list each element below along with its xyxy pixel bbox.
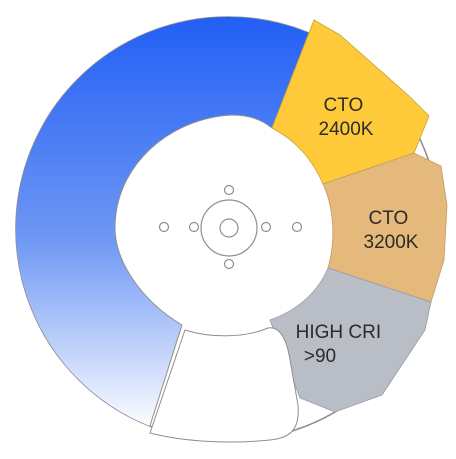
label-cto-3200k: CTO 3200K <box>364 208 419 253</box>
label-cto-2400k: CTO 2400K <box>319 95 374 140</box>
filter-segment-cto-3200k[interactable] <box>322 152 448 303</box>
hub-screw-top <box>223 184 235 196</box>
label-high-cri-line2: >90 <box>304 346 336 367</box>
label-cto-2400k-line2: 2400K <box>319 119 374 140</box>
hub-screw-bottom <box>223 258 235 270</box>
label-cto-3200k-line2: 3200K <box>364 232 419 253</box>
label-high-cri: HIGH CRI >90 <box>296 322 387 367</box>
filter-segment-cto-2400k[interactable] <box>271 19 430 185</box>
filter-segment-high-cri[interactable] <box>269 267 432 413</box>
label-high-cri-line1: HIGH CRI <box>296 322 382 343</box>
hub-pin-far-left <box>158 221 170 233</box>
hub-inner-ring <box>219 218 239 238</box>
label-cto-3200k-line1: CTO <box>368 208 408 229</box>
hub-pin-far-right <box>291 221 303 233</box>
label-cto-2400k-line1: CTO <box>323 95 363 116</box>
hub-screw-right <box>260 221 272 233</box>
hub-screw-left <box>188 221 200 233</box>
hub-mount <box>158 184 303 270</box>
open-aperture-slot[interactable] <box>149 327 299 443</box>
hub-outer-ring <box>200 199 258 257</box>
